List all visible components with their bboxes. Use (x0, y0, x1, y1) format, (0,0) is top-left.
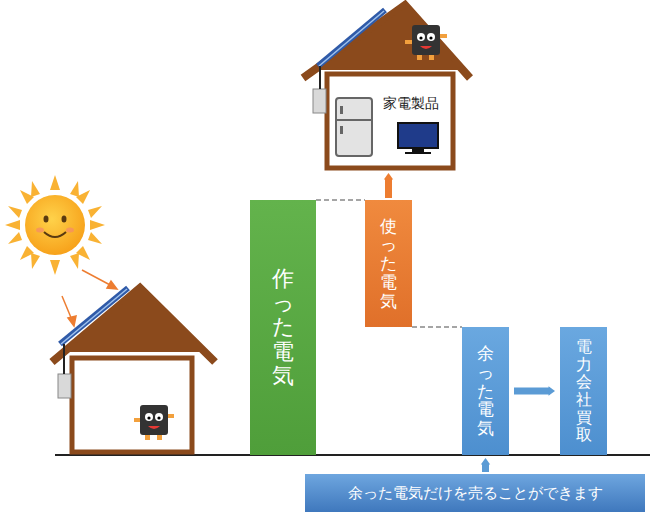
generated-bar: 作った電気 (250, 200, 316, 455)
flow-arrow (482, 464, 489, 472)
arrow-head (384, 173, 393, 179)
node-label: 電力会社買取 (576, 338, 592, 444)
flow-arrow (514, 388, 549, 395)
mascot (405, 25, 447, 60)
level-guide (316, 199, 365, 201)
refrigerator (336, 98, 372, 156)
flow-arrow (385, 179, 392, 198)
node-label: 使った電気 (380, 217, 397, 310)
surplus-bar: 余った電気 (462, 327, 509, 455)
purchase-bar: 電力会社買取 (560, 327, 607, 455)
house-node: 家電製品 (300, 5, 470, 170)
node-label: 作った電気 (272, 267, 294, 388)
node-label: 余った電気 (477, 344, 494, 437)
house-bottom (52, 288, 218, 452)
mascot (134, 405, 174, 440)
level-guide (412, 326, 462, 328)
arrow-head (549, 386, 555, 395)
node-label: 家電製品 (383, 95, 439, 113)
node-label: 余った電気だけを売ることができます (348, 484, 603, 503)
used-bar: 使った電気 (365, 200, 412, 327)
note-banner: 余った電気だけを売ることができます (305, 474, 645, 512)
sun (5, 175, 105, 275)
arrow-head (481, 458, 490, 464)
television (398, 123, 438, 154)
house-top (303, 5, 470, 168)
